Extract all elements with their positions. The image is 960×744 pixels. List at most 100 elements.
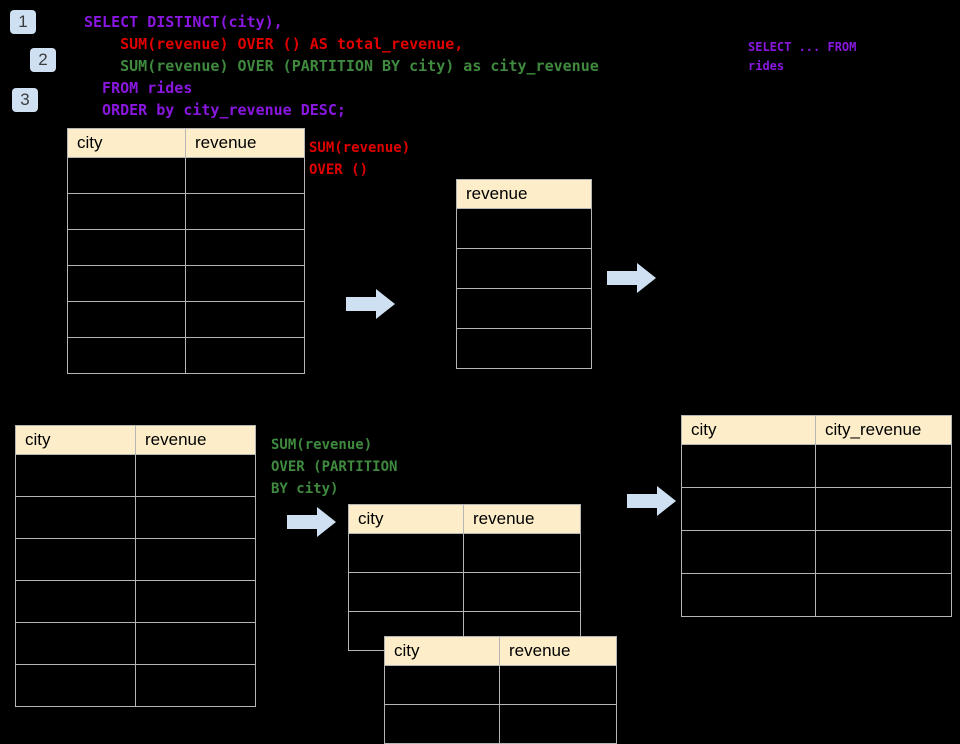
cell-revenue bbox=[463, 533, 581, 573]
table-row bbox=[67, 337, 305, 374]
cell-city bbox=[15, 664, 136, 707]
table-row bbox=[67, 157, 305, 194]
cell-revenue bbox=[456, 288, 592, 329]
cell-city-revenue bbox=[815, 487, 952, 531]
table-row bbox=[15, 664, 256, 707]
table-row bbox=[67, 193, 305, 230]
table-row bbox=[348, 533, 581, 573]
table-row bbox=[15, 580, 256, 623]
cell-revenue bbox=[135, 538, 256, 581]
city-revenue-result-table: city city_revenue bbox=[681, 415, 952, 617]
cell-city-revenue bbox=[815, 573, 952, 617]
cell-revenue bbox=[456, 248, 592, 289]
cell-revenue bbox=[185, 265, 305, 302]
cell-city bbox=[67, 157, 186, 194]
cell-revenue bbox=[463, 572, 581, 612]
arrow-to-total-revenue bbox=[346, 288, 396, 320]
column-header-revenue: revenue bbox=[463, 504, 581, 534]
table-row bbox=[456, 288, 592, 329]
cell-revenue bbox=[456, 328, 592, 369]
arrow-to-result bbox=[627, 485, 677, 517]
cell-city bbox=[15, 454, 136, 497]
cell-city bbox=[348, 533, 464, 573]
step-badge-2: 2 bbox=[30, 48, 56, 72]
cell-revenue bbox=[185, 337, 305, 374]
cell-city bbox=[15, 580, 136, 623]
diagram-canvas: 1 2 3 SELECT DISTINCT(city), SUM(revenue… bbox=[10, 10, 952, 744]
cell-revenue bbox=[135, 496, 256, 539]
table-row bbox=[67, 229, 305, 266]
column-header-revenue: revenue bbox=[456, 179, 592, 209]
cell-city bbox=[15, 538, 136, 581]
table-header-row: city revenue bbox=[15, 425, 256, 455]
table-header-row: city revenue bbox=[384, 636, 617, 666]
sql-line-order-by: ORDER by city_revenue DESC; bbox=[84, 101, 346, 119]
table-header-row: city revenue bbox=[348, 504, 581, 534]
column-header-city: city bbox=[15, 425, 136, 455]
cell-revenue bbox=[135, 664, 256, 707]
table-header-row: revenue bbox=[456, 179, 592, 209]
partition-group-table-back: city revenue bbox=[348, 504, 581, 651]
table-header-row: city city_revenue bbox=[681, 415, 952, 445]
step-badge-3: 3 bbox=[12, 88, 38, 112]
arrow-to-partition-groups bbox=[287, 506, 337, 538]
column-header-city: city bbox=[67, 128, 186, 158]
rides-source-table-bottom: city revenue bbox=[15, 425, 256, 707]
cell-revenue bbox=[499, 665, 617, 705]
rides-source-table-top: city revenue bbox=[67, 128, 305, 374]
table-row bbox=[681, 573, 952, 617]
column-header-revenue: revenue bbox=[499, 636, 617, 666]
column-header-city: city bbox=[681, 415, 816, 445]
table-row bbox=[681, 487, 952, 531]
cell-city bbox=[681, 444, 816, 488]
table-row bbox=[348, 572, 581, 612]
cell-city bbox=[681, 487, 816, 531]
cell-revenue bbox=[135, 580, 256, 623]
table-row bbox=[15, 538, 256, 581]
partition-group-table-front: city revenue bbox=[384, 636, 617, 744]
cell-revenue bbox=[185, 157, 305, 194]
annotation-partition-by-city: SUM(revenue) OVER (PARTITION BY city) bbox=[271, 437, 398, 497]
cell-revenue bbox=[499, 704, 617, 744]
step-badge-1: 1 bbox=[10, 10, 36, 34]
column-header-city: city bbox=[348, 504, 464, 534]
column-header-revenue: revenue bbox=[185, 128, 305, 158]
table-row bbox=[67, 265, 305, 302]
table-header-row: city revenue bbox=[67, 128, 305, 158]
side-note-select-from-rides: SELECT ... FROM rides bbox=[748, 40, 857, 73]
table-row bbox=[681, 444, 952, 488]
sql-line-from: FROM rides bbox=[84, 79, 193, 97]
cell-revenue bbox=[185, 193, 305, 230]
total-revenue-table: revenue bbox=[456, 179, 592, 369]
cell-city bbox=[348, 572, 464, 612]
table-row bbox=[384, 704, 617, 744]
cell-city bbox=[67, 265, 186, 302]
table-row bbox=[681, 530, 952, 574]
cell-city bbox=[67, 193, 186, 230]
cell-revenue bbox=[456, 208, 592, 249]
cell-city bbox=[384, 665, 500, 705]
cell-city bbox=[67, 301, 186, 338]
table-row bbox=[456, 248, 592, 289]
sql-line-select: SELECT DISTINCT(city), bbox=[84, 13, 283, 31]
cell-revenue bbox=[135, 454, 256, 497]
cell-revenue bbox=[185, 229, 305, 266]
table-row bbox=[15, 622, 256, 665]
table-row bbox=[67, 301, 305, 338]
cell-revenue bbox=[135, 622, 256, 665]
cell-city bbox=[384, 704, 500, 744]
table-row bbox=[456, 328, 592, 369]
cell-city-revenue bbox=[815, 444, 952, 488]
annotation-over-empty: SUM(revenue) OVER () bbox=[309, 140, 411, 178]
cell-city bbox=[15, 496, 136, 539]
arrow-total-revenue-out bbox=[607, 262, 657, 294]
column-header-city-revenue: city_revenue bbox=[815, 415, 952, 445]
cell-city bbox=[67, 229, 186, 266]
column-header-city: city bbox=[384, 636, 500, 666]
cell-city-revenue bbox=[815, 530, 952, 574]
table-row bbox=[384, 665, 617, 705]
cell-city bbox=[15, 622, 136, 665]
cell-city bbox=[681, 573, 816, 617]
cell-revenue bbox=[185, 301, 305, 338]
table-row bbox=[15, 454, 256, 497]
